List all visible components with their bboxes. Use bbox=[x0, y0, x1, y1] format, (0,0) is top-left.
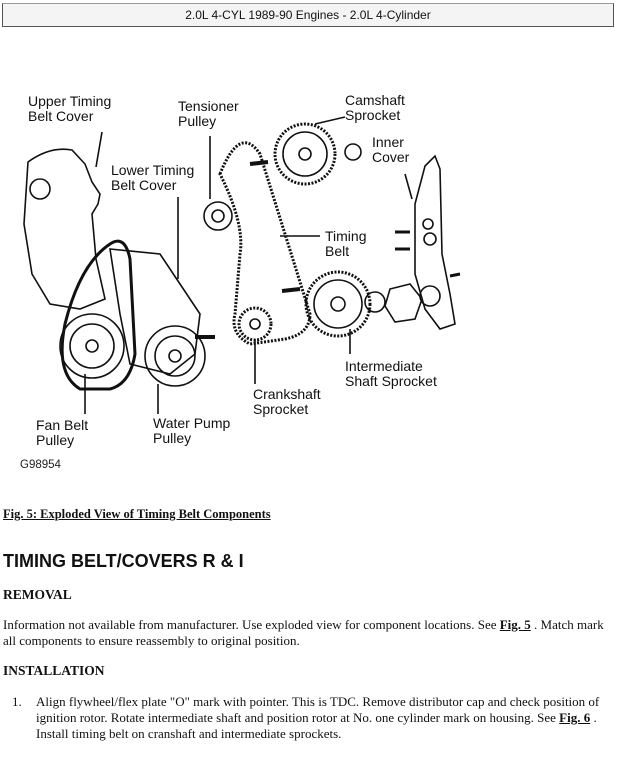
camshaft-sprocket-shape bbox=[273, 122, 337, 186]
upper-timing-belt-cover-shape bbox=[23, 148, 106, 310]
removal-heading: REMOVAL bbox=[3, 587, 72, 602]
label-crankshaft-sprocket-line1: Crankshaft bbox=[253, 386, 321, 402]
label-timing-belt-line2: Belt bbox=[325, 243, 349, 259]
fan-belt bbox=[60, 239, 137, 391]
tensioner-pulley-shape bbox=[203, 201, 233, 231]
installation-heading: INSTALLATION bbox=[3, 663, 105, 678]
intermediate-shaft-sprocket-shape bbox=[304, 270, 372, 338]
removal-text-1: Information not available from manufactu… bbox=[3, 617, 500, 632]
label-tensioner-pulley-line1: Tensioner bbox=[178, 98, 239, 114]
label-intermediate-shaft-sprocket-line1: Intermediate bbox=[345, 358, 423, 374]
step-text-1: Align flywheel/flex plate "O" mark with … bbox=[36, 694, 600, 725]
timing-belt-shape bbox=[218, 141, 312, 346]
step-text: Align flywheel/flex plate "O" mark with … bbox=[36, 694, 619, 742]
label-crankshaft-sprocket-line2: Sprocket bbox=[253, 401, 308, 417]
crankshaft-sprocket-shape bbox=[237, 306, 273, 342]
fig-5-link[interactable]: Fig. 5 bbox=[499, 617, 531, 632]
label-intermediate-shaft-sprocket-line2: Shaft Sprocket bbox=[345, 373, 437, 389]
water-pump-pulley-shape bbox=[144, 325, 206, 387]
fan-belt-pulley-shape bbox=[59, 313, 125, 379]
step-text-2: . Install timing belt on cranshaft and i… bbox=[36, 710, 597, 741]
label-upper-timing-belt-cover-line1: Upper Timing bbox=[28, 93, 111, 109]
label-camshaft-sprocket-line2: Sprocket bbox=[345, 107, 400, 123]
label-water-pump-pulley-line1: Water Pump bbox=[153, 415, 230, 431]
step-number: 1. bbox=[12, 694, 22, 709]
removal-text-2: . Match mark all components to ensure re… bbox=[3, 617, 604, 648]
removal-paragraph: Information not available from manufactu… bbox=[3, 617, 613, 649]
label-upper-timing-belt-cover-line2: Belt Cover bbox=[28, 108, 94, 124]
graphic-id: G98954 bbox=[20, 459, 62, 471]
label-inner-cover-line2: Cover bbox=[372, 149, 410, 165]
label-tensioner-pulley-line2: Pulley bbox=[178, 113, 216, 129]
label-camshaft-sprocket-line1: Camshaft bbox=[345, 92, 405, 108]
document-header: 2.0L 4-CYL 1989-90 Engines - 2.0L 4-Cyli… bbox=[2, 3, 614, 27]
label-fan-belt-pulley-line1: Fan Belt bbox=[36, 417, 88, 433]
label-water-pump-pulley-line2: Pulley bbox=[153, 430, 191, 446]
label-fan-belt-pulley-line2: Pulley bbox=[36, 432, 74, 448]
label-lower-timing-belt-cover-line1: Lower Timing bbox=[111, 162, 194, 178]
label-inner-cover-line1: Inner bbox=[372, 134, 404, 150]
label-timing-belt-line1: Timing bbox=[325, 228, 367, 244]
label-lower-timing-belt-cover-line2: Belt Cover bbox=[111, 177, 177, 193]
exploded-view-figure: Upper Timing Belt Cover Tensioner Pulley… bbox=[10, 84, 480, 476]
fig-6-link[interactable]: Fig. 6 bbox=[559, 710, 591, 725]
section-title: TIMING BELT/COVERS R & I bbox=[3, 551, 244, 571]
figure-caption: Fig. 5: Exploded View of Timing Belt Com… bbox=[3, 507, 271, 521]
inner-cover-shape bbox=[414, 154, 456, 330]
